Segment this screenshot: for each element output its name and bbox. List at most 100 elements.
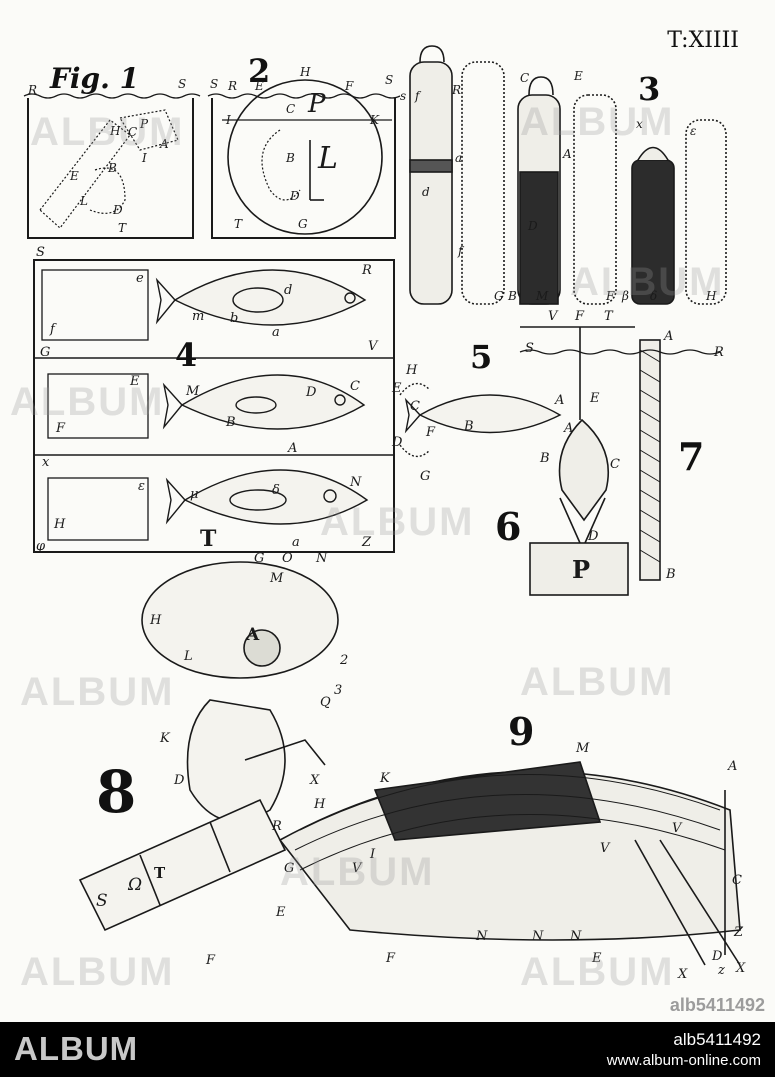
svg-text:C: C [350,379,360,394]
svg-text:H: H [313,797,326,812]
svg-text:M: M [269,571,284,586]
svg-text:E: E [589,391,600,406]
svg-text:I: I [369,847,376,862]
svg-text:z: z [717,963,725,978]
svg-text:X: X [309,773,320,788]
fig1-caption: Fig. 1 [49,62,139,95]
svg-text:G: G [254,551,264,566]
svg-text:E: E [129,374,140,389]
fig-number-2: 2 [248,52,270,90]
svg-text:N: N [569,929,582,944]
svg-text:B: B [225,415,236,430]
fig-number-5: 5 [470,338,492,376]
svg-text:N: N [475,929,488,944]
svg-text:C: C [610,457,620,472]
svg-text:μ: μ [190,487,198,502]
svg-text:G: G [284,861,294,876]
svg-text:S: S [210,77,218,91]
svg-text:L: L [317,141,338,176]
fig2-water-surface [207,93,401,99]
fig6-labels: V F T A S R A E B C D P B [525,309,724,584]
svg-text:φ: φ [36,539,46,554]
fig1-tank [27,98,194,239]
fig-number-8: 8 [96,758,136,826]
svg-text:V: V [368,339,379,354]
svg-text:D: D [289,189,300,203]
svg-text:B: B [463,419,474,434]
svg-text:M: M [185,384,200,399]
svg-text:R: R [361,263,372,278]
fig1-tilted-body [39,109,179,229]
svg-text:P: P [572,555,590,584]
svg-text:V: V [600,841,611,856]
plate-title: T:XIIII [667,28,739,53]
svg-text:E: E [591,951,602,966]
svg-text:R: R [271,819,282,834]
svg-text:T: T [154,864,166,882]
svg-text:A: A [287,441,297,456]
svg-text:s: s [400,89,406,103]
svg-text:X: X [735,961,746,976]
svg-text:H: H [405,363,418,378]
svg-text:Ω: Ω [127,875,142,895]
fig8-diver [78,561,339,932]
svg-text:F: F [55,421,66,436]
svg-text:δ: δ [272,483,280,498]
svg-text:G: G [298,217,308,231]
svg-text:ε: ε [138,479,145,494]
svg-text:G: G [40,345,50,360]
svg-text:m: m [192,309,204,324]
svg-text:A: A [663,329,673,344]
svg-text:E: E [275,905,286,920]
svg-text:A: A [554,393,564,408]
svg-text:F: F [344,79,354,93]
svg-text:B: B [539,451,550,466]
svg-text:B: B [285,151,295,165]
svg-text:X: X [677,967,688,982]
site-url-link[interactable]: www.album-online.com [606,1052,761,1069]
fig8-labels: G O N M H A L 2 3 Q K D X R Ω S T E F [96,551,348,968]
svg-text:C: C [286,102,295,116]
fig2-sphere [227,79,383,235]
svg-text:F: F [385,951,396,966]
svg-text:D: D [587,529,599,544]
svg-text:D: D [527,219,538,233]
svg-text:E: E [391,381,402,396]
fig6-water-surface [519,349,721,355]
fig4-tank [33,259,395,553]
svg-text:f: f [414,89,422,103]
fig-number-3: 3 [638,70,660,108]
svg-text:A: A [159,137,169,151]
svg-text:E: E [254,79,264,93]
svg-text:N: N [315,551,328,566]
svg-text:a: a [455,151,462,165]
svg-text:β: β [621,289,629,303]
svg-text:S: S [178,77,186,91]
fig7-spiral-rod [639,339,661,581]
svg-text:P: P [307,89,326,119]
svg-text:G: G [494,289,504,303]
fig5-fish [399,382,562,458]
svg-text:P: P [139,117,149,131]
footer-bar: ALBUM alb5411492 www.album-online.com [0,1022,775,1077]
fig-number-6: 6 [495,504,521,549]
svg-text:D: D [711,949,723,964]
svg-text:D: D [391,435,403,450]
svg-text:A: A [563,421,573,436]
svg-text:b: b [230,311,238,326]
svg-text:K: K [369,113,380,127]
svg-text:x: x [636,117,643,131]
svg-text:O: O [282,551,293,566]
svg-text:F: F [574,309,585,324]
svg-text:K: K [159,731,171,746]
svg-text:Z: Z [733,925,744,940]
svg-text:S: S [96,891,108,911]
svg-text:R: R [713,345,724,360]
svg-text:a: a [292,535,300,550]
svg-text:A: A [245,625,260,645]
fig-number-9: 9 [508,709,534,754]
fig4-fish-3 [165,469,369,525]
svg-text:A: A [727,759,737,774]
album-logo[interactable]: ALBUM [14,1030,139,1067]
svg-text:H: H [149,613,162,628]
